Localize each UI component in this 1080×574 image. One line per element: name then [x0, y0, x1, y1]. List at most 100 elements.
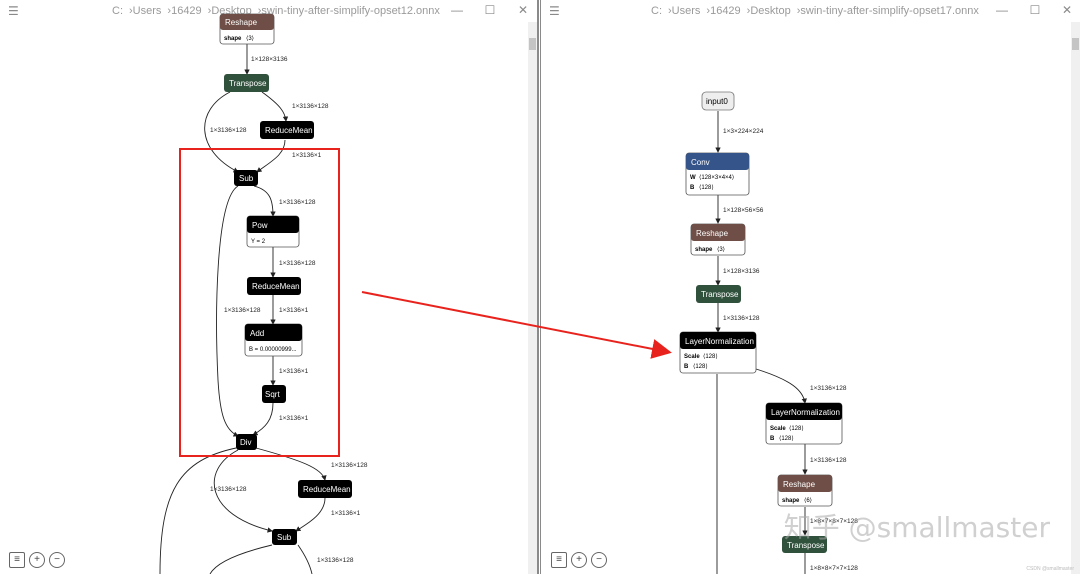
attr-value: ⟨128⟩ — [693, 363, 708, 370]
node-div[interactable]: Div — [236, 434, 257, 450]
node-label: ReduceMean — [265, 126, 313, 135]
attr-value: ⟨128⟩ — [703, 353, 718, 360]
node-add[interactable]: Add B = 0.00000999... — [244, 323, 303, 357]
node-label: Reshape — [783, 480, 816, 489]
edge-label: 1×3136×128 — [292, 103, 329, 110]
attr-key: Scale — [770, 426, 786, 432]
right-zoom-controls: ≡ + − — [551, 552, 607, 568]
left-zoom-controls: ≡ + − — [9, 552, 65, 568]
node-pow[interactable]: Pow Y = 2 — [246, 215, 300, 248]
edge-transpose-reducemean — [261, 91, 289, 122]
node-reshape-right[interactable]: Reshape shape ⟨3⟩ — [690, 223, 746, 256]
left-scrollbar-thumb[interactable] — [529, 38, 536, 50]
sidebar-toggle-icon[interactable]: ≡ — [551, 552, 567, 568]
left-graph: 1×128×3136 1×3136×128 1×3136×128 1×3136×… — [159, 13, 368, 574]
node-label: Div — [240, 438, 252, 447]
node-reducemean-3[interactable]: ReduceMean — [298, 480, 352, 498]
right-path-breadcrumb: C:›Users›16429›Desktop›swin-tiny-after-s… — [651, 5, 979, 17]
zoom-in-icon[interactable]: + — [571, 552, 587, 568]
attr-value: ⟨6⟩ — [804, 497, 812, 504]
watermark: 知乎 @smallmaster — [783, 511, 1050, 544]
node-reducemean-1[interactable]: ReduceMean — [260, 121, 314, 139]
maximize-icon[interactable]: ☐ — [1029, 3, 1041, 17]
node-sqrt[interactable]: Sqrt — [262, 385, 286, 403]
edge-transpose-sub — [204, 91, 239, 173]
close-icon[interactable]: ✕ — [517, 3, 529, 17]
edge-label: 1×128×56×56 — [723, 207, 764, 214]
left-window: ☰ C:›Users›16429›Desktop›swin-tiny-after… — [0, 0, 539, 574]
node-label: Reshape — [225, 18, 258, 27]
hamburger-menu-icon[interactable]: ☰ — [549, 4, 560, 18]
right-graph: 1×3×224×224 1×128×56×56 1×128×3136 1×313… — [679, 91, 858, 574]
path-user-id: 16429 — [171, 5, 202, 17]
path-users: Users — [671, 5, 701, 17]
node-input0[interactable]: input0 — [701, 91, 735, 111]
attr-value: ⟨128⟩ — [779, 435, 794, 442]
minimize-icon[interactable]: — — [996, 3, 1008, 17]
attr-key: B — [770, 436, 775, 442]
node-label: Sub — [277, 533, 292, 542]
zoom-out-icon[interactable]: − — [49, 552, 65, 568]
attr-key: W — [690, 175, 696, 181]
attr-value: ⟨128⟩ — [789, 425, 804, 432]
node-transpose-2[interactable]: Transpose — [782, 536, 827, 553]
minimize-icon[interactable]: — — [451, 3, 463, 17]
node-reshape-left[interactable]: Reshape shape ⟨3⟩ — [219, 13, 275, 45]
zoom-in-icon[interactable]: + — [29, 552, 45, 568]
zoom-out-icon[interactable]: − — [591, 552, 607, 568]
edge-label: 1×3136×1 — [292, 152, 322, 159]
edge-label: 1×3136×128 — [279, 199, 316, 206]
edge-label: 1×3136×128 — [224, 307, 261, 314]
node-label: Conv — [691, 158, 710, 167]
edge-label: 1×3136×1 — [331, 510, 361, 517]
node-label: Add — [250, 329, 264, 338]
sidebar-toggle-icon[interactable]: ≡ — [9, 552, 25, 568]
edge-sub2-down1 — [209, 544, 273, 574]
node-label: Sqrt — [265, 390, 280, 399]
node-label: Sub — [239, 174, 254, 183]
node-reducemean-2[interactable]: ReduceMean — [247, 277, 301, 295]
node-reshape-2[interactable]: Reshape shape ⟨6⟩ — [777, 474, 833, 507]
right-scrollbar[interactable] — [1071, 22, 1080, 574]
edge-label: 1×3136×1 — [279, 415, 309, 422]
edge-ln1-ln2 — [755, 368, 807, 404]
edge-label: 1×3136×128 — [331, 462, 368, 469]
edge-label: 1×3136×128 — [279, 260, 316, 267]
edge-sub-pow — [253, 185, 276, 217]
node-label: Transpose — [701, 290, 739, 299]
node-label: Transpose — [229, 79, 267, 88]
edge-sub-div — [216, 185, 239, 437]
edge-label: 1×3136×128 — [317, 557, 354, 564]
node-layernorm-1[interactable]: LayerNormalization Scale ⟨128⟩ B ⟨128⟩ — [679, 331, 757, 374]
close-icon[interactable]: ✕ — [1061, 3, 1073, 17]
right-scrollbar-thumb[interactable] — [1072, 38, 1079, 50]
maximize-icon[interactable]: ☐ — [484, 3, 496, 17]
attr-value: ⟨3⟩ — [717, 246, 725, 253]
path-file: swin-tiny-after-simplify-opset12.onnx — [261, 5, 440, 17]
node-sub-1[interactable]: Sub — [234, 170, 258, 186]
path-user-id: 16429 — [710, 5, 741, 17]
node-label: ReduceMean — [303, 485, 351, 494]
attr-value: ⟨128⟩ — [699, 184, 714, 191]
node-label: input0 — [706, 97, 728, 106]
node-label: ReduceMean — [252, 282, 300, 291]
node-transpose-right[interactable]: Transpose — [696, 285, 741, 303]
attr-value: B = 0.00000999... — [249, 347, 297, 353]
node-transpose-left[interactable]: Transpose — [224, 74, 269, 92]
path-users: Users — [132, 5, 162, 17]
node-label: LayerNormalization — [771, 408, 840, 417]
edge-label: 1×3×224×224 — [723, 128, 764, 135]
node-sub-2[interactable]: Sub — [272, 529, 297, 545]
node-conv[interactable]: Conv W ⟨128×3×4×4⟩ B ⟨128⟩ — [685, 152, 750, 196]
node-label: Transpose — [787, 541, 825, 550]
hamburger-menu-icon[interactable]: ☰ — [8, 4, 19, 18]
attr-value: ⟨128×3×4×4⟩ — [699, 174, 734, 181]
edge-label: 1×8×7×8×7×128 — [810, 518, 858, 525]
highlight-box — [179, 148, 340, 457]
attr-value: Y = 2 — [251, 239, 266, 245]
left-scrollbar[interactable] — [528, 22, 537, 574]
attr-key: shape — [224, 36, 242, 42]
edge-label: 1×128×3136 — [251, 56, 288, 63]
node-layernorm-2[interactable]: LayerNormalization Scale ⟨128⟩ B ⟨128⟩ — [765, 402, 843, 445]
right-titlebar: ☰ C:›Users›16429›Desktop›swin-tiny-after… — [541, 0, 1080, 22]
